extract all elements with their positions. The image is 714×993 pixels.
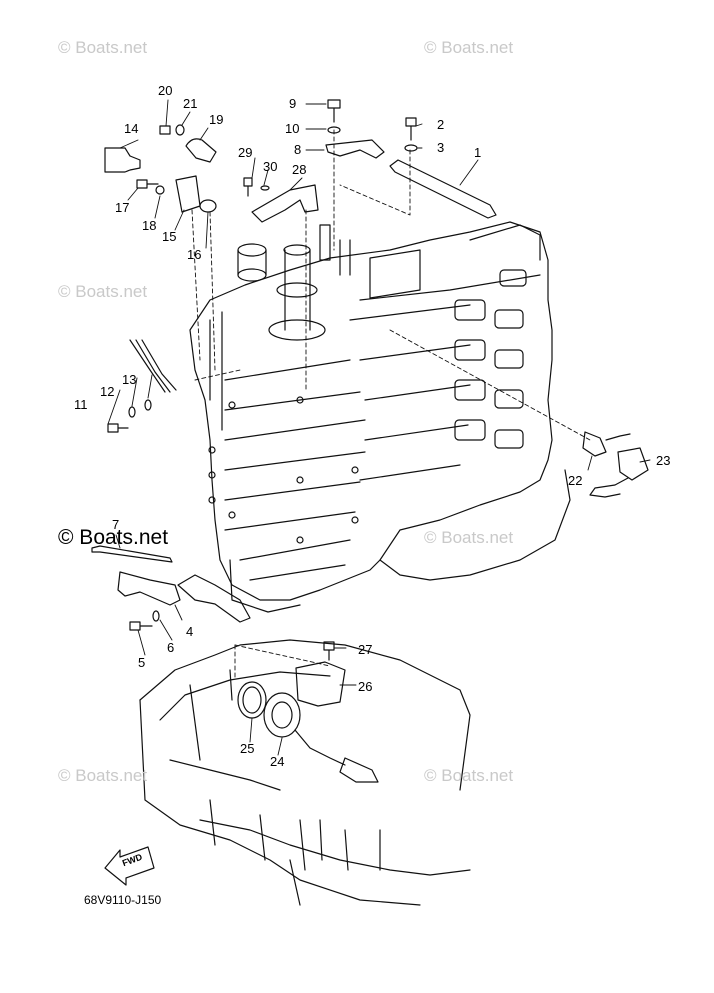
- part-18-washer: [155, 185, 165, 195]
- callout-8: 8: [294, 142, 302, 157]
- callout-6: 6: [167, 640, 175, 655]
- callout-30: 30: [263, 159, 278, 174]
- bottom-cowling: [139, 639, 471, 906]
- callout-24: 24: [270, 754, 285, 769]
- part-5-bolt: [129, 621, 153, 631]
- part-4-bracket: [117, 571, 251, 623]
- part-23-cap: [617, 447, 649, 481]
- part-19-clamp: [185, 138, 217, 163]
- callout-20: 20: [158, 83, 173, 98]
- part-21-washer: [175, 124, 185, 136]
- watermark: © Boats.net: [58, 766, 148, 785]
- callout-16: 16: [187, 247, 202, 262]
- part-20-bolt: [159, 125, 171, 135]
- part-7-cable-tie: [91, 545, 173, 563]
- callout-26: 26: [358, 679, 373, 694]
- part-17-screw: [136, 179, 159, 189]
- watermark: © Boats.net: [424, 766, 514, 785]
- callout-12: 12: [100, 384, 115, 399]
- part-24-harness: [294, 729, 379, 783]
- part-30-washer: [260, 185, 270, 191]
- callout-10: 10: [285, 121, 300, 136]
- callout-4: 4: [186, 624, 194, 639]
- callout-9: 9: [289, 96, 297, 111]
- part-14-switch: [104, 147, 141, 173]
- callout-29: 29: [238, 145, 253, 160]
- part-23-lead: [589, 477, 629, 498]
- part-22-wire: [605, 433, 631, 441]
- part-15-holder: [175, 175, 201, 213]
- callout-1: 1: [474, 145, 482, 160]
- leader-lines: [107, 99, 651, 756]
- watermark: © Boats.net: [58, 38, 148, 57]
- part-11-bolt: [107, 423, 129, 433]
- part-25-ring-inner: [242, 686, 262, 714]
- fwd-arrow-icon: [104, 846, 155, 886]
- callout-2: 2: [437, 117, 445, 132]
- callout-19: 19: [209, 112, 224, 127]
- diagram-code: 68V9110-J150: [84, 893, 162, 907]
- assembly-guides: [191, 129, 591, 681]
- callout-11: 11: [74, 397, 88, 412]
- callout-17: 17: [115, 200, 130, 215]
- callout-15: 15: [162, 229, 177, 244]
- callout-27: 27: [358, 642, 373, 657]
- part-8-clamp: [325, 139, 385, 159]
- callout-18: 18: [142, 218, 157, 233]
- part-2-bolt: [405, 117, 417, 141]
- part-26-plate: [295, 661, 346, 707]
- part-22-sensor: [582, 431, 607, 457]
- callout-7: 7: [112, 517, 120, 532]
- part-28-bracket: [251, 184, 319, 223]
- callout-25: 25: [240, 741, 255, 756]
- watermark: © Boats.net: [58, 282, 148, 301]
- part-9-bolt: [327, 99, 341, 123]
- part-29-bolt: [243, 177, 253, 197]
- part-1-bracket: [389, 159, 497, 219]
- engine-block: [189, 221, 571, 613]
- callout-28: 28: [292, 162, 307, 177]
- wire-leads: [129, 339, 177, 393]
- part-3-washer: [404, 144, 418, 152]
- callout-23: 23: [656, 453, 671, 468]
- part-24-grommet-inner: [271, 701, 293, 729]
- callout-5: 5: [138, 655, 146, 670]
- callout-21: 21: [183, 96, 198, 111]
- watermark: © Boats.net: [424, 528, 514, 547]
- callout-14: 14: [124, 121, 139, 136]
- watermark: © Boats.net: [424, 38, 514, 57]
- callout-22: 22: [568, 473, 583, 488]
- watermark-main: © Boats.net: [58, 526, 169, 549]
- callout-3: 3: [437, 140, 445, 155]
- callout-13: 13: [122, 372, 137, 387]
- part-24-grommet: [263, 692, 301, 738]
- part-16-grommet: [199, 199, 217, 213]
- part-6-washer: [152, 610, 160, 622]
- part-27-bolt: [323, 641, 335, 661]
- part-13-washer: [144, 399, 152, 411]
- part-12-washer: [128, 406, 136, 418]
